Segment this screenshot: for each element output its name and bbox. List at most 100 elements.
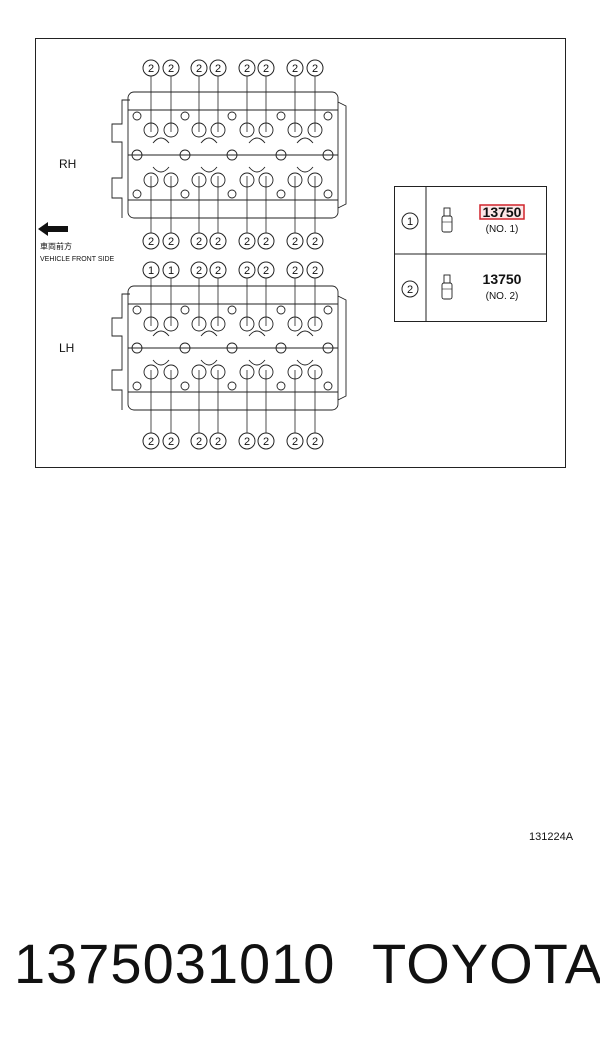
bolt-hole (275, 149, 287, 161)
rh-top-callout: 2 (312, 63, 318, 75)
legend-box: 1 13750 (NO. 1) 2 13750 (NO. 2) (394, 186, 547, 322)
cam-journal (152, 359, 170, 366)
bolt-hole (179, 149, 191, 161)
head-flange-outline (111, 99, 130, 218)
rh-top-callout: 2 (263, 63, 269, 75)
lh-top-callout: 2 (244, 265, 250, 277)
lh-top-callout-circle (162, 261, 180, 279)
rh-bottom-callout-circle (190, 232, 208, 250)
lh-top-callout: 2 (292, 265, 298, 277)
cam-journal (296, 359, 314, 366)
cam-journal (296, 137, 314, 144)
cam-journal (200, 330, 218, 337)
rh-bank-label: RH (59, 157, 76, 171)
rh-bottom-callout-circle (142, 232, 160, 250)
lh-top-callout-circle (209, 261, 227, 279)
legend-variant-2: (NO. 2) (486, 291, 519, 302)
bolt-hole (180, 381, 190, 391)
bolt-hole (322, 342, 334, 354)
bolt-hole (226, 342, 238, 354)
rh-bottom-callout: 2 (196, 236, 202, 248)
legend-key-1: 1 (407, 216, 413, 228)
legend-key-2: 2 (407, 284, 413, 296)
rh-bottom-callout-circle (162, 232, 180, 250)
rh-bottom-callout-circle (257, 232, 275, 250)
lh-bottom-callout: 2 (196, 436, 202, 448)
bolt-hole (132, 381, 142, 391)
lh-top-callout: 2 (312, 265, 318, 277)
head-end-outline (337, 101, 347, 209)
front-arrow-icon (38, 222, 68, 236)
rh-bottom-callout-circle (286, 232, 304, 250)
lh-top-callout-circle (257, 261, 275, 279)
bolt-hole (132, 111, 142, 121)
bolt-hole (323, 381, 333, 391)
lh-bank-label: LH (59, 341, 74, 355)
rh-top-callout: 2 (244, 63, 250, 75)
figure-code: 131224A (529, 831, 574, 843)
rh-top-callout: 2 (215, 63, 221, 75)
rh-top-callout: 2 (168, 63, 174, 75)
bolt-hole (132, 305, 142, 315)
lh-top-callout-circle (238, 261, 256, 279)
head-end-outline (337, 295, 347, 401)
bolt-hole (322, 149, 334, 161)
bolt-hole (227, 381, 237, 391)
cam-journal (248, 330, 266, 337)
lh-top-callout-circle (286, 261, 304, 279)
cam-journal (248, 359, 266, 366)
lh-bottom-callout: 2 (312, 436, 318, 448)
lh-bottom-callout: 2 (168, 436, 174, 448)
bolt-hole (179, 342, 191, 354)
bolt-hole (180, 305, 190, 315)
rh-bottom-callout-circle (209, 232, 227, 250)
rh-top-callout-circle (286, 59, 304, 77)
rh-top-callout-circle (306, 59, 324, 77)
lh-bottom-callout-circle (306, 432, 324, 450)
lh-bottom-callout: 2 (215, 436, 221, 448)
rh-bottom-callout: 2 (263, 236, 269, 248)
legend-key-1-circle (401, 212, 419, 230)
part-number: 1375031010 (14, 932, 336, 995)
lh-bottom-callout: 2 (292, 436, 298, 448)
bolt-hole (323, 305, 333, 315)
bolt-hole (276, 305, 286, 315)
direction-label-en: VEHICLE FRONT SIDE (40, 256, 114, 263)
bolt-hole (131, 149, 143, 161)
bolt-hole (132, 189, 142, 199)
rh-bottom-callout: 2 (148, 236, 154, 248)
rh-top-callout: 2 (292, 63, 298, 75)
lh-top-callout: 2 (215, 265, 221, 277)
lh-bottom-callout: 2 (244, 436, 250, 448)
rh-top-callout-circle (257, 59, 275, 77)
legend-part-1: 13750 (483, 204, 522, 220)
lh-bottom-callout: 2 (148, 436, 154, 448)
lh-bottom-callout: 2 (263, 436, 269, 448)
bolt-hole (180, 189, 190, 199)
bolt-hole (131, 342, 143, 354)
rh-top-callout-circle (190, 59, 208, 77)
rh-bottom-callout: 2 (215, 236, 221, 248)
lh-bottom-callout-circle (286, 432, 304, 450)
rh-bottom-callout-circle (238, 232, 256, 250)
bolt-hole (275, 342, 287, 354)
cam-journal (248, 166, 266, 173)
lh-top-callout: 2 (196, 265, 202, 277)
cam-journal (296, 330, 314, 337)
lifter-icon (441, 274, 453, 300)
rh-top-callout-circle (238, 59, 256, 77)
rh-top-callout-circle (142, 59, 160, 77)
rh-bottom-callout: 2 (312, 236, 318, 248)
lh-top-callout-circle (142, 261, 160, 279)
bolt-hole (226, 149, 238, 161)
rh-bottom-callout: 2 (292, 236, 298, 248)
rh-top-callout-circle (162, 59, 180, 77)
legend-part-2: 13750 (483, 271, 522, 287)
cam-journal (200, 166, 218, 173)
cam-journal (152, 137, 170, 144)
bolt-hole (227, 111, 237, 121)
lh-bottom-callout-circle (209, 432, 227, 450)
cam-journal (152, 330, 170, 337)
lh-top-callout: 2 (263, 265, 269, 277)
